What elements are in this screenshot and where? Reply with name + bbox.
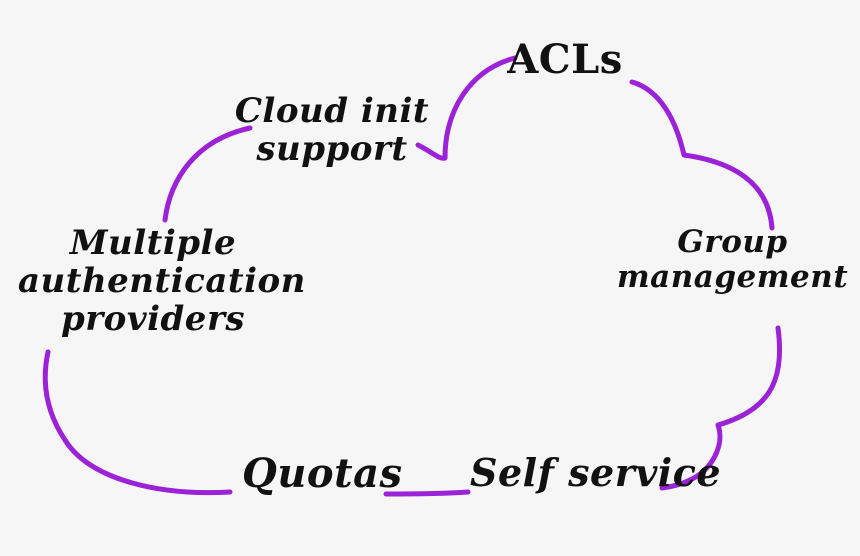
label-multiple-auth-providers: Multiple authentication providers [18,223,306,340]
arc-group-to-self [659,325,783,491]
label-self-service: Self service [470,450,722,495]
label-group-management: Group management [615,225,850,294]
label-quotas-text: Quotas [242,450,403,497]
label-multi-line1: Multiple [69,223,237,263]
label-cloud-init-support: Cloud init support [232,92,432,168]
label-quotas: Quotas [242,450,403,497]
label-group-line1: Group [677,224,788,260]
label-cloud-init-line1: Cloud init [234,91,430,131]
label-cloud-init-line2: support [256,129,408,170]
label-multi-line2: authentication [18,261,306,302]
label-self-service-text: Self service [470,450,722,495]
arc-acls-to-group [629,79,775,231]
arc-self-to-quotas [383,489,471,497]
label-acls: ACLs [505,36,625,83]
arc-cloud-to-acls [415,55,518,161]
label-group-line2: management [616,258,849,295]
arc-multi-to-cloud [162,125,253,223]
label-acls-text: ACLs [507,36,623,83]
label-multi-line3: providers [61,299,245,340]
arc-quotas-to-multi [42,349,233,496]
